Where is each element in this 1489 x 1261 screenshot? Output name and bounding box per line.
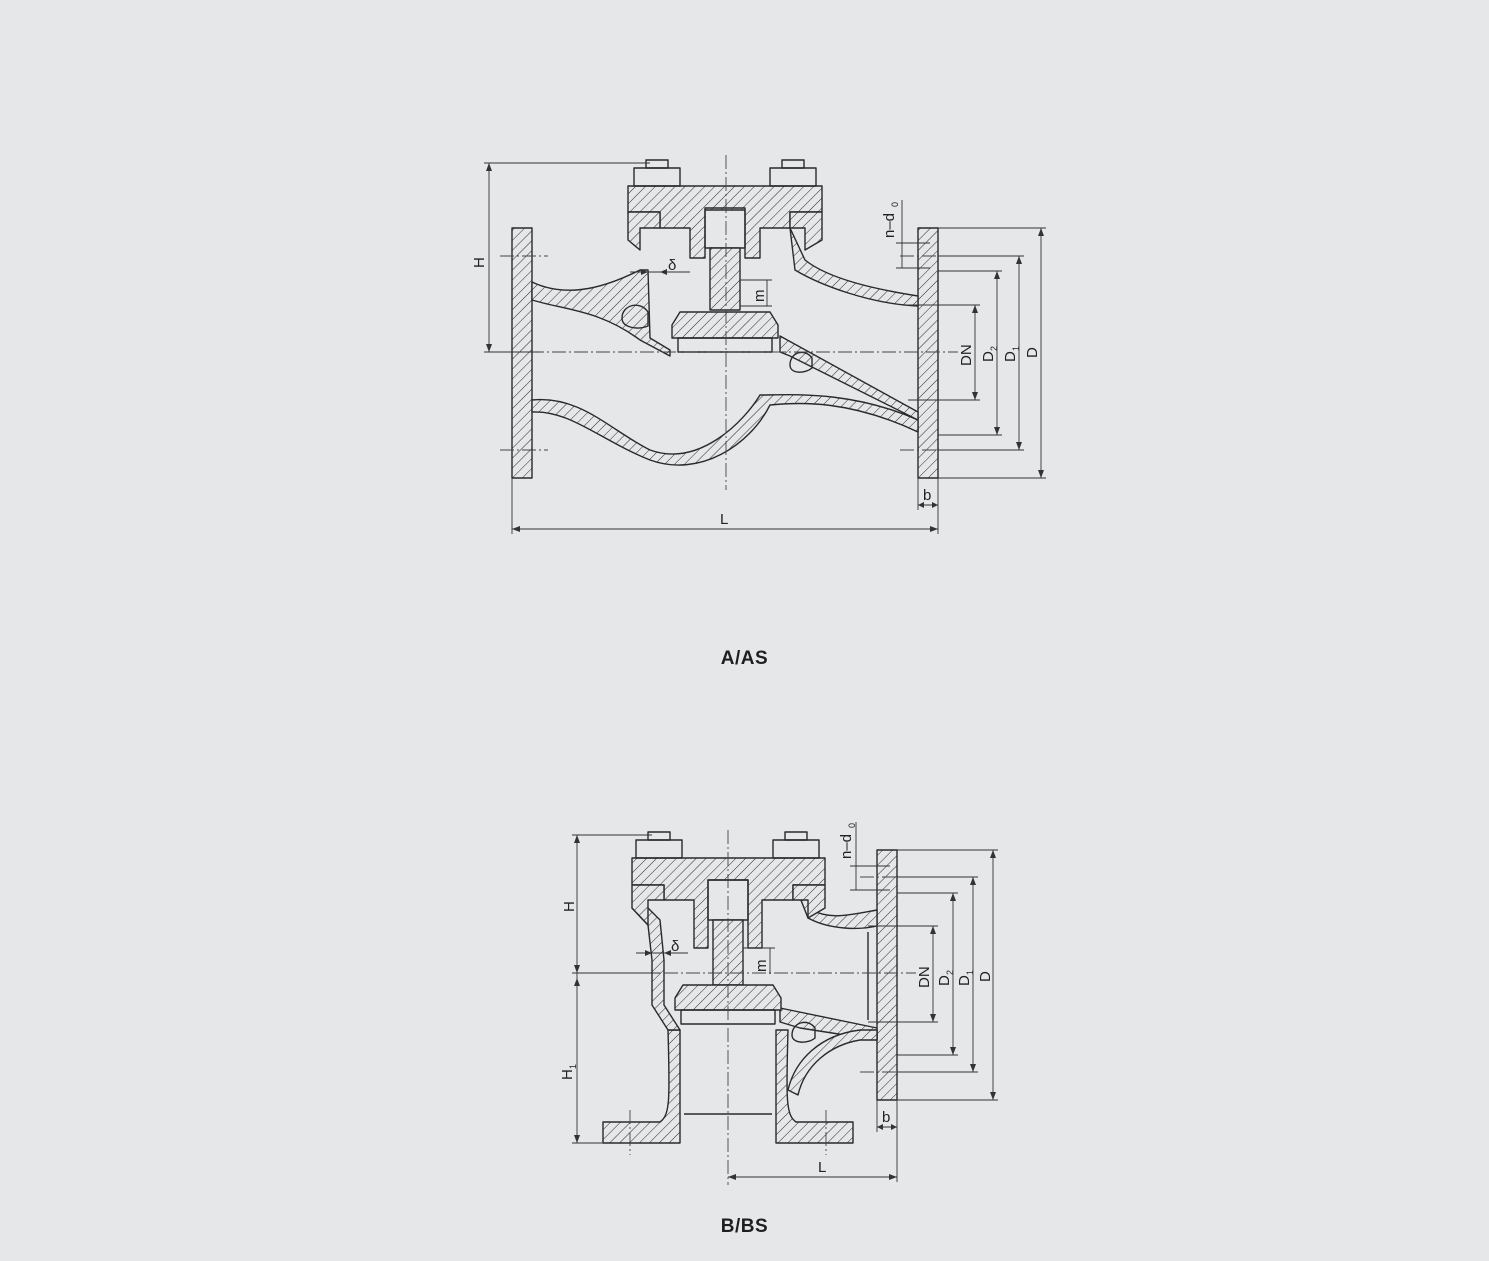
label-d-b: D <box>977 971 994 982</box>
label-h1-b: H 1 <box>559 1064 578 1080</box>
label-d1-b: D 1 <box>956 970 975 986</box>
body-lower-wall-a <box>531 393 919 466</box>
bottom-flange-right-b <box>775 1029 854 1144</box>
label-b-b: b <box>882 1109 890 1126</box>
label-m-b: m <box>753 960 770 973</box>
caption-a-as: A/AS <box>720 648 769 669</box>
body-upper-right-wall-b <box>794 884 878 930</box>
label-d-a: D <box>1024 347 1041 358</box>
svg-text:n–d: n–d <box>881 213 898 238</box>
svg-text:2: 2 <box>989 346 999 351</box>
label-m-a: m <box>751 290 768 303</box>
lug-right-b <box>791 1021 816 1043</box>
body-neck-right-a <box>789 211 823 251</box>
label-dn-a: DN <box>958 344 975 366</box>
svg-text:1: 1 <box>568 1064 578 1069</box>
right-flange-a <box>917 227 939 479</box>
caption-b-bs: B/BS <box>720 1216 769 1237</box>
body-neck-left-b <box>631 884 665 926</box>
left-flange-a <box>511 227 533 479</box>
bolt-tip-right-a <box>781 159 805 169</box>
bolt-nut-right-b <box>772 839 820 859</box>
stem-head-a <box>704 207 746 249</box>
label-d2-a: D 2 <box>980 346 999 362</box>
svg-text:1: 1 <box>1011 346 1021 351</box>
svg-text:n–d: n–d <box>838 834 855 859</box>
bottom-flange-left-b <box>602 1029 681 1144</box>
bolt-tip-left-a <box>645 159 669 169</box>
label-delta-b: δ <box>671 938 679 955</box>
label-nd0-a: n–d 0 <box>881 202 900 238</box>
label-h-a: H <box>471 257 488 268</box>
svg-text:D: D <box>936 975 953 986</box>
drawing-a-as: H δ m n–d 0 DN D 2 D 1 D b L <box>471 155 1046 534</box>
bolt-nut-left-b <box>635 839 683 859</box>
right-flange-b <box>876 849 898 1101</box>
svg-text:1: 1 <box>965 970 975 975</box>
label-h-b: H <box>561 901 578 912</box>
svg-text:D: D <box>1002 351 1019 362</box>
svg-text:D: D <box>956 975 973 986</box>
label-d1-a: D 1 <box>1002 346 1021 362</box>
label-l-a: L <box>720 511 728 528</box>
svg-text:0: 0 <box>847 823 857 828</box>
label-d2-b: D 2 <box>936 970 955 986</box>
bolt-tip-right-b <box>784 831 808 841</box>
svg-text:H: H <box>559 1069 576 1080</box>
label-l-b: L <box>818 1159 826 1176</box>
seat-partition-a <box>779 335 919 421</box>
svg-text:0: 0 <box>890 202 900 207</box>
stem-a <box>709 247 741 311</box>
svg-text:D: D <box>980 351 997 362</box>
label-b-a: b <box>923 487 931 504</box>
lug-right-a <box>789 351 813 373</box>
body-upper-left-wall-a <box>531 269 671 357</box>
bolt-nut-right-a <box>769 167 817 187</box>
label-dn-b: DN <box>916 966 933 988</box>
disc-a <box>671 311 779 339</box>
body-neck-right-b <box>792 884 826 919</box>
bolt-tip-left-b <box>647 831 671 841</box>
label-delta-a: δ <box>668 257 676 274</box>
disc-seat-a <box>677 337 773 353</box>
lug-left-a <box>621 304 649 329</box>
bolt-nut-left-a <box>633 167 681 187</box>
body-upper-right-wall-a <box>789 227 919 307</box>
body-left-wall-b <box>631 904 681 1031</box>
body-lower-right-wall-b <box>787 1029 878 1096</box>
body-neck-left-a <box>627 211 661 251</box>
drawing-b-bs: H H 1 δ m n–d 0 DN D 2 D 1 D b L <box>559 822 998 1185</box>
label-nd0-b: n–d 0 <box>838 823 857 859</box>
svg-text:2: 2 <box>945 970 955 975</box>
